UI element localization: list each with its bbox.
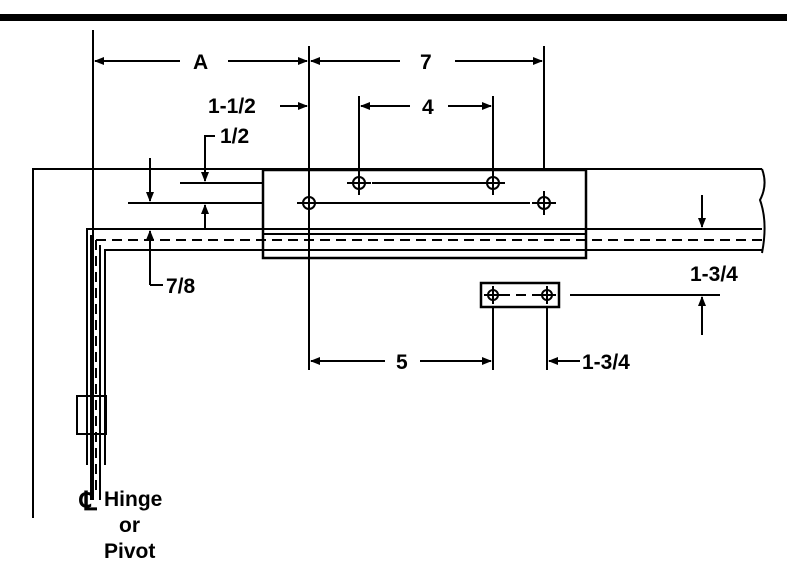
door-leaf-inner [104,249,762,465]
frame-outline [32,168,762,518]
dim-one-and-half-label: 1-1/2 [208,95,256,118]
frame-right-edge [758,168,766,254]
pivot-label-line3: Pivot [104,540,155,563]
dim-seven-eighths-label: 7/8 [166,275,196,298]
dim-seven-label: 7 [420,51,432,74]
dim-five-label: 5 [396,351,408,374]
strike-hole-1 [484,286,502,304]
centerline-symbol: ℄ [79,486,98,516]
strike-hole-2 [538,286,556,304]
door-leaf [86,228,762,465]
hole-4 [532,191,556,215]
dim-a-label: A [193,51,208,74]
pivot-label-line1: Hinge [104,488,162,511]
hardware-plate [261,168,588,260]
top-border [0,14,787,21]
dim-half-leader [204,135,215,170]
dim-bottom-label: 1-3/4 [582,351,630,374]
strike-plate [479,281,561,309]
pivot-label-line2: or [119,514,140,537]
dim-half-label: 1/2 [220,125,249,148]
hole-2 [347,171,371,195]
dim-four-label: 4 [422,96,434,119]
hole-3 [481,171,505,195]
dim-right-label: 1-3/4 [690,263,738,286]
hinge-knuckle [76,395,107,435]
